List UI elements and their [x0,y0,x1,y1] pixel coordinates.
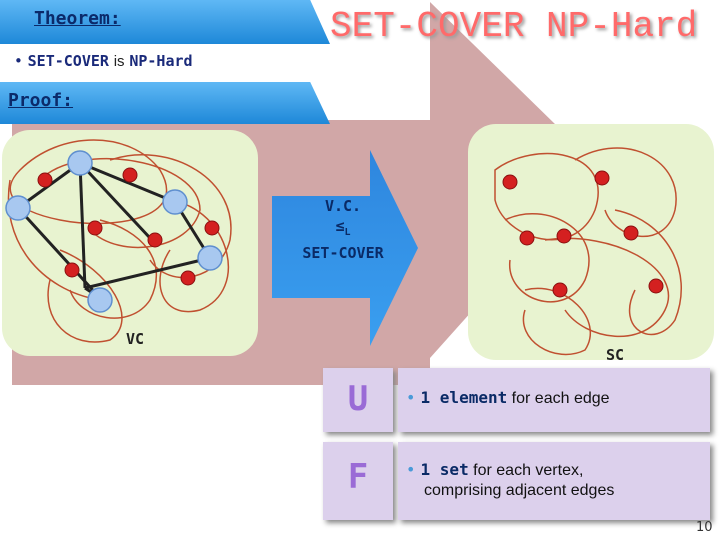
def-f-letter-box: F [323,442,393,520]
reduction-line-2: ≤L [335,217,351,238]
reduction-line-1: V.C. [324,197,362,215]
is-word: is [113,53,125,70]
def-u-text: • 1 element for each edge [406,388,610,407]
def-f-text-line2: comprising adjacent edges [424,482,615,499]
proof-banner: Proof: [0,82,330,124]
def-f-text-box: • 1 set for each vertex, comprising adja… [398,442,710,520]
sc-element-nodes [502,170,664,298]
sc-label: SC [606,346,625,364]
theorem-statement: • SET-COVER is NP-Hard [14,52,193,70]
theorem-banner: Theorem: [0,0,330,44]
vc-graph [5,139,232,343]
vertex-nodes [5,150,223,313]
page-number: 10 [696,520,713,535]
slide-title: SET-COVER NP-Hard [330,6,698,47]
set-cover-term: SET-COVER [27,52,109,70]
def-u-text-box: • 1 element for each edge [398,368,710,432]
def-u-keyword: 1 element [420,388,508,407]
element-nodes [37,167,220,286]
reduction-text: V.C. ≤L SET-COVER [284,196,402,263]
def-f-text: • 1 set for each vertex, comprising adja… [406,460,615,499]
sc-diagram [494,147,682,356]
np-hard-term: NP-Hard [129,52,193,70]
proof-label: Proof: [8,90,74,111]
u-letter: U [347,379,369,419]
vc-label: VC [126,330,145,348]
right-arrow-icon [272,150,418,346]
theorem-label: Theorem: [34,8,121,29]
reduction-line-3: SET-COVER [302,244,384,262]
sc-panel [468,124,714,360]
def-u-letter-box: U [323,368,393,432]
def-f-keyword: 1 set [420,460,469,479]
f-letter: F [347,457,369,497]
